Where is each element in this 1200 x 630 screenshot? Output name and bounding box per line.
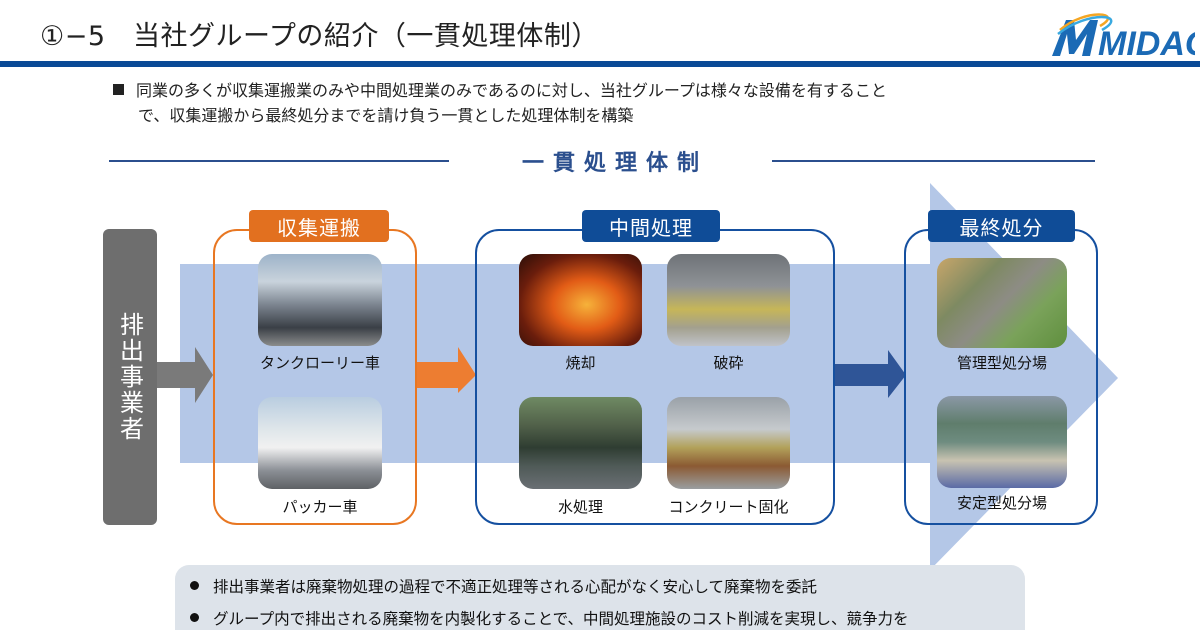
emitter-label: 排出事業者 xyxy=(115,312,144,442)
water-treatment-photo xyxy=(519,397,642,489)
stable-landfill-photo xyxy=(937,396,1067,488)
caption-incineration: 焼却 xyxy=(565,354,596,372)
concrete-solidification-photo xyxy=(667,397,790,489)
lead-line-2: で、収集運搬から最終処分までを請け負う一貫とした処理体制を構築 xyxy=(138,106,634,125)
incineration-photo xyxy=(519,254,642,346)
caption-tank-lorry: タンクローリー車 xyxy=(259,354,380,372)
packer-truck-photo xyxy=(258,397,382,489)
note-item: 排出事業者は廃棄物処理の過程で不適正処理等される心配がなく安心して廃棄物を委託 xyxy=(190,575,817,597)
caption-concrete-solidification: コンクリート固化 xyxy=(668,498,789,516)
notes-panel xyxy=(175,565,1025,630)
stage-tag-intermediate: 中間処理 xyxy=(582,210,720,242)
tank-lorry-photo xyxy=(258,254,382,346)
section-rule-right xyxy=(772,160,1095,162)
note-text: 排出事業者は廃棄物処理の過程で不適正処理等される心配がなく安心して廃棄物を委託 xyxy=(213,578,818,596)
midac-logo: MIDAC xyxy=(1052,13,1195,60)
caption-managed-landfill: 管理型処分場 xyxy=(956,354,1047,372)
lead-text: 同業の多くが収集運搬業のみや中間処理業のみであるのに対し、当社グループは様々な設… xyxy=(113,78,1113,128)
logo-text: MIDAC xyxy=(1098,25,1195,60)
arrow-gray xyxy=(157,347,213,403)
caption-packer-truck: パッカー車 xyxy=(282,498,358,516)
section-rule-left xyxy=(109,160,449,162)
arrow-orange xyxy=(417,347,476,393)
caption-water-treatment: 水処理 xyxy=(557,498,603,516)
bullet-dot-icon xyxy=(190,581,199,590)
title-rule xyxy=(0,61,1200,67)
managed-landfill-photo xyxy=(937,258,1067,348)
arrow-blue xyxy=(835,350,906,398)
emitter-box: 排出事業者 xyxy=(103,229,157,525)
bullet-dot-icon xyxy=(190,613,199,622)
flow-band-arrow xyxy=(180,183,1118,570)
square-bullet-icon xyxy=(113,84,124,95)
stage-tag-final: 最終処分 xyxy=(928,210,1075,242)
note-text: グループ内で排出される廃棄物を内製化することで、中間処理施設のコスト削減を実現し… xyxy=(213,610,909,628)
stage-tag-collection: 収集運搬 xyxy=(249,210,389,242)
note-item: グループ内で排出される廃棄物を内製化することで、中間処理施設のコスト削減を実現し… xyxy=(190,607,909,629)
caption-stable-landfill: 安定型処分場 xyxy=(956,494,1047,512)
section-title: 一貫処理体制 xyxy=(521,151,708,176)
crushing-photo xyxy=(667,254,790,346)
lead-line-1: 同業の多くが収集運搬業のみや中間処理業のみであるのに対し、当社グループは様々な設… xyxy=(136,81,887,100)
caption-crushing: 破砕 xyxy=(713,354,744,372)
page-title: ①−5 当社グループの紹介（一貫処理体制） xyxy=(40,21,599,52)
